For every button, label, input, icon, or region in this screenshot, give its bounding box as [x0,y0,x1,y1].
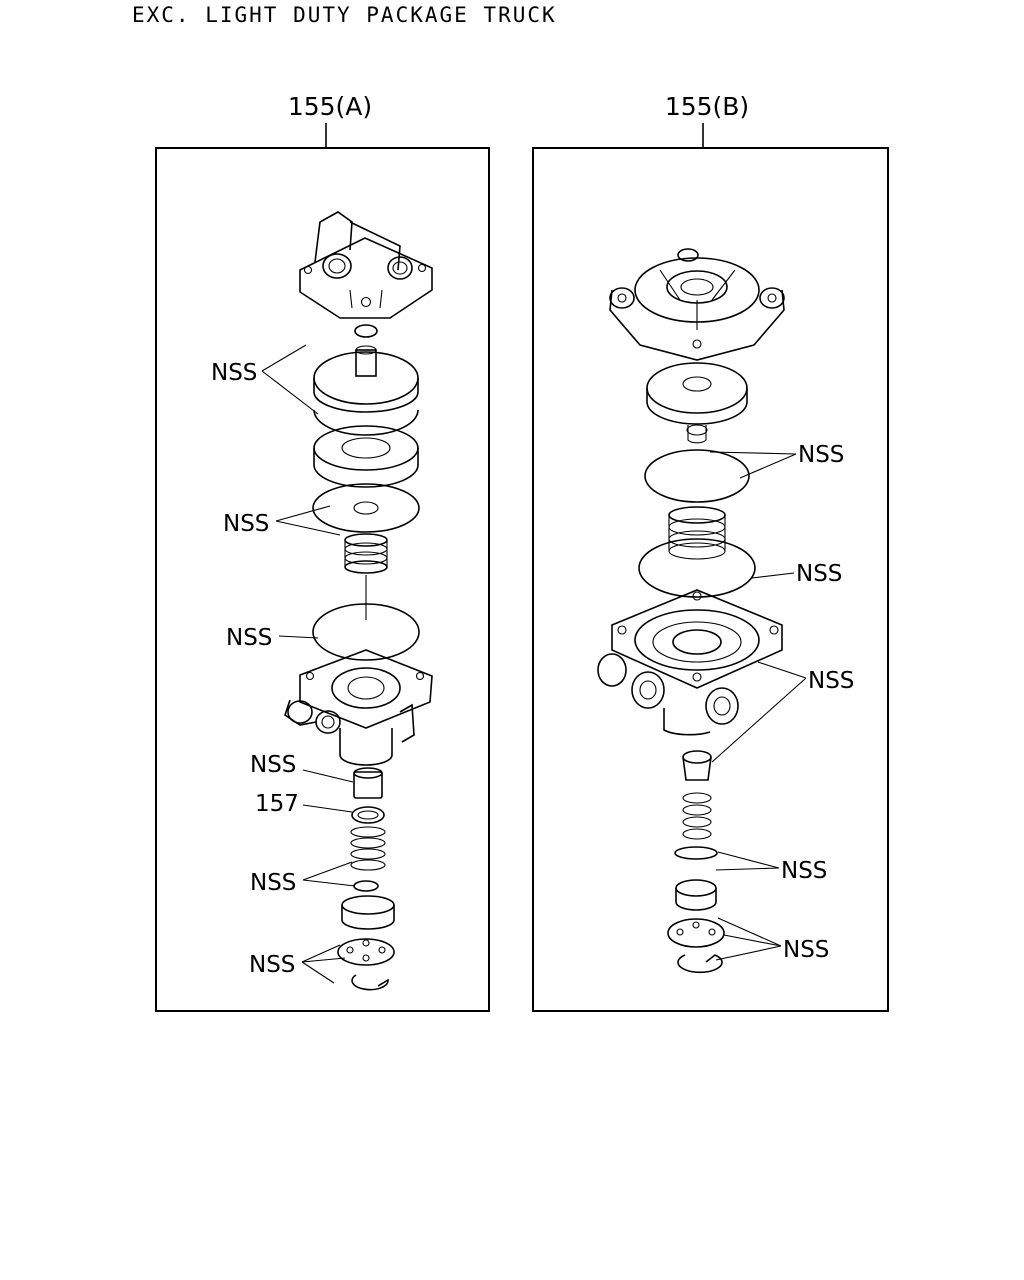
panel-b-caption: 155(B) [665,92,749,121]
diagram-header-title: EXC. LIGHT DUTY PACKAGE TRUCK [132,3,557,27]
diaphragm-b1 [644,449,750,503]
exhaust-seat-a [341,895,395,930]
callout-a-nss-2: NSS [223,511,269,537]
snap-ring-a [351,974,389,991]
inner-valve-a [353,771,383,799]
spring-small-b [682,792,712,840]
callouts-panel-a: NSS NSS NSS NSS 157 NSS NSS [211,344,356,984]
callout-a-157: 157 [255,791,299,817]
valve-body-a [284,649,433,766]
panel-a-frame [155,147,490,1012]
callout-a-nss-6: NSS [249,952,295,978]
diaphragm-a3 [312,603,420,661]
upper-piston-a [313,345,419,413]
callout-b-nss-3: NSS [808,668,854,694]
callout-a-nss-3: NSS [226,625,272,651]
callout-b-nss-5: NSS [783,937,829,963]
valve-cover-top-b [609,248,785,361]
callout-b-nss-4: NSS [781,858,827,884]
lower-piston-a [313,425,419,488]
diaphragm-b2 [638,538,756,598]
callouts-panel-b: NSS NSS NSS NSS NSS [709,442,854,963]
inner-valve-b [682,750,712,781]
panel-155b: 155(B) [532,92,889,1012]
valve-cover-top-a [299,211,433,319]
exhaust-cover-b [667,918,725,948]
spring-b [668,506,726,560]
panel-a-caption: 155(A) [288,92,372,121]
exhaust-cover-a [337,938,395,966]
spring-small-a [350,826,386,871]
o-ring-a [354,324,378,338]
exhaust-seat-b [675,879,717,911]
callout-a-nss-5: NSS [250,870,296,896]
callout-b-nss-2: NSS [796,561,842,587]
callout-a-nss-1: NSS [211,360,257,386]
diaphragm-a1 [313,409,419,436]
callout-b-nss-1: NSS [798,442,844,468]
o-ring-small-a [353,880,379,892]
o-ring-b [674,846,718,860]
callout-a-nss-4: NSS [250,752,296,778]
spring-a [344,533,388,620]
piston-b [646,362,748,444]
snap-ring-b [677,954,723,974]
seal-ring-157-a [351,806,385,824]
diaphragm-a2 [312,483,420,533]
panel-b-frame [532,147,889,1012]
panel-155a: 155(A) [155,92,490,1012]
valve-body-b [597,589,783,736]
